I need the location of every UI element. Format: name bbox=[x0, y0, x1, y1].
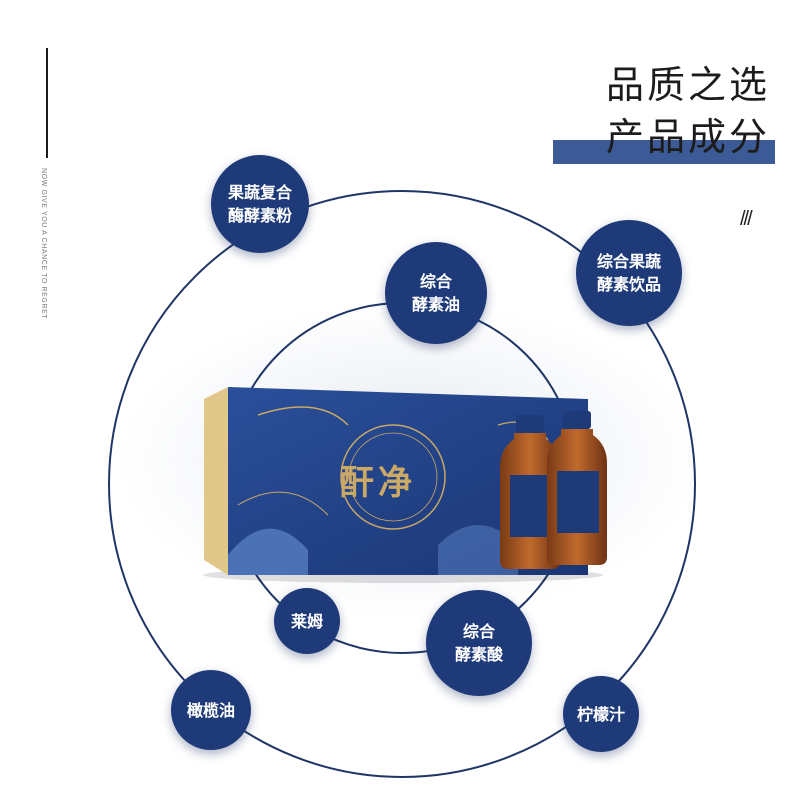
box-brand-text: 酐净 bbox=[340, 463, 416, 503]
title-line-1: 品质之选 bbox=[605, 63, 770, 107]
ingredient-enzyme-acid: 综合 酵素酸 bbox=[426, 590, 532, 696]
ingredient-fruit-veg-enzyme-powder: 果蔬复合 酶酵素粉 bbox=[211, 155, 309, 253]
ingredient-lime: 莱姆 bbox=[274, 588, 340, 654]
title-line-2: 产品成分 bbox=[605, 115, 770, 159]
outer-ring bbox=[108, 190, 696, 778]
side-caption: NOW GIVE YOU A CHANCE TO REGRET bbox=[40, 168, 47, 320]
slash-decoration: /// bbox=[740, 208, 753, 230]
vertical-divider-line bbox=[46, 48, 48, 158]
product-gift-box-image bbox=[203, 387, 607, 583]
ingredient-fruit-veg-enzyme-drink: 综合果蔬 酵素饮品 bbox=[576, 220, 682, 326]
ingredient-lemon-juice: 柠檬汁 bbox=[563, 676, 639, 752]
ingredient-olive-oil: 橄榄油 bbox=[171, 670, 251, 750]
title-accent-bar bbox=[553, 140, 775, 164]
ingredient-enzyme-oil: 综合 酵素油 bbox=[385, 242, 487, 344]
